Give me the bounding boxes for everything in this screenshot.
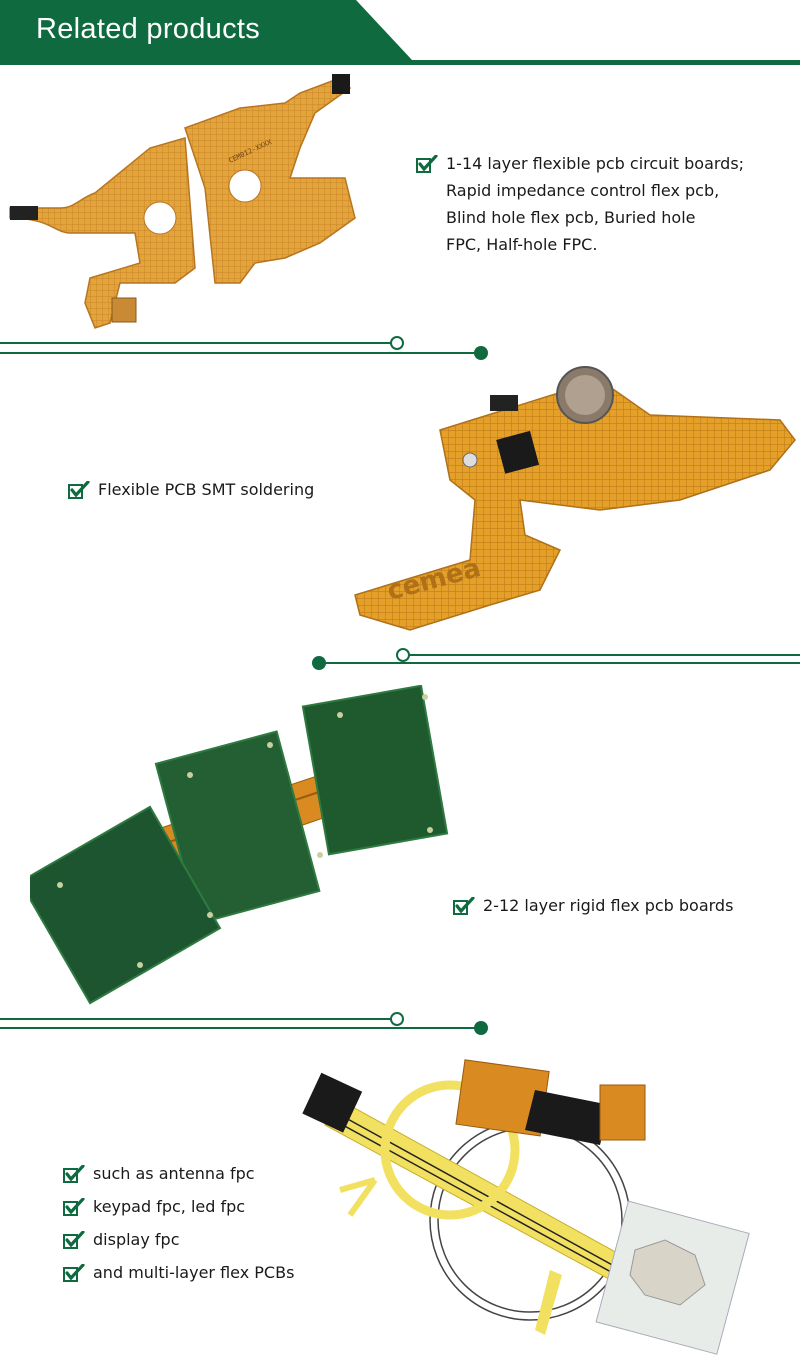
product2-text: Flexible PCB SMT soldering <box>98 480 315 499</box>
smt-flex-pcb-image: cemea <box>354 366 796 631</box>
rigid-flex-pcb-image <box>30 685 449 1005</box>
list-item: such as antenna fpc <box>63 1157 294 1190</box>
list-item-text: and multi-layer flex PCBs <box>93 1263 295 1282</box>
header-underline <box>0 60 800 65</box>
list-item-text: display fpc <box>93 1230 180 1249</box>
product1-line: 1-14 layer flexible pcb circuit boards; <box>446 154 745 173</box>
divider-line <box>0 1018 392 1020</box>
check-icon <box>416 154 438 173</box>
check-icon <box>68 480 90 499</box>
list-item-text: keypad fpc, led fpc <box>93 1197 246 1216</box>
antenna-fpc-image <box>302 1059 750 1355</box>
check-icon <box>63 1164 85 1183</box>
flex-pcb-image: CEM012-XXXX <box>9 74 356 329</box>
divider-dot <box>474 1021 488 1035</box>
list-item-text: such as antenna fpc <box>93 1164 255 1183</box>
check-icon <box>453 896 475 915</box>
divider-dot <box>474 346 488 360</box>
product2-description: Flexible PCB SMT soldering <box>68 473 314 506</box>
divider-line <box>0 1027 478 1029</box>
list-item: and multi-layer flex PCBs <box>63 1256 294 1289</box>
product4-list: such as antenna fpc keypad fpc, led fpc … <box>63 1157 294 1289</box>
header-tab <box>0 0 412 60</box>
divider-line <box>408 654 800 656</box>
product1-line: FPC, Half-hole FPC. <box>446 235 598 254</box>
divider-dot <box>312 656 326 670</box>
product3-text: 2-12 layer rigid flex pcb boards <box>483 896 734 915</box>
product1-line: Blind hole flex pcb, Buried hole <box>446 208 696 227</box>
list-item: keypad fpc, led fpc <box>63 1190 294 1223</box>
product1-line: Rapid impedance control flex pcb, <box>446 181 720 200</box>
divider-circle <box>390 336 404 350</box>
list-item: display fpc <box>63 1223 294 1256</box>
check-icon <box>63 1230 85 1249</box>
product3-description: 2-12 layer rigid flex pcb boards <box>453 889 733 922</box>
divider-line <box>0 342 392 344</box>
product1-description: 1-14 layer flexible pcb circuit boards; … <box>416 150 744 258</box>
check-icon <box>63 1197 85 1216</box>
check-icon <box>63 1263 85 1282</box>
divider-line <box>320 662 800 664</box>
section-title: Related products <box>36 13 261 45</box>
divider-line <box>0 352 478 354</box>
divider-circle <box>390 1012 404 1026</box>
